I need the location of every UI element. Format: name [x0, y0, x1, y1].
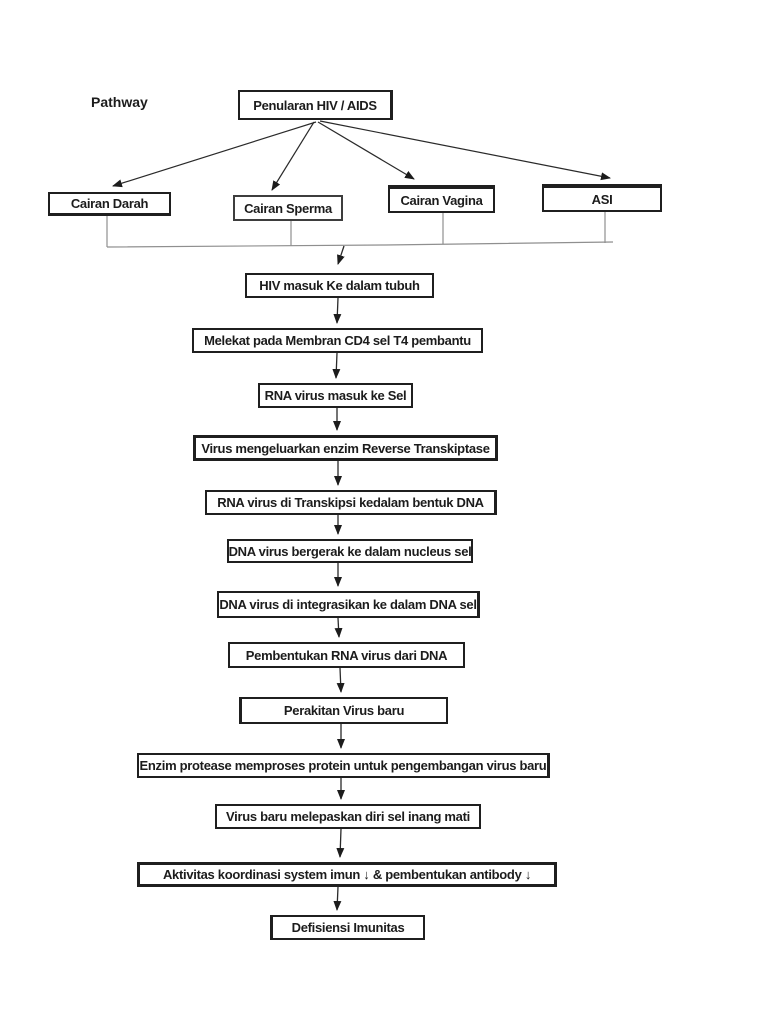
flow-box-rna-transkipsi-dna: RNA virus di Transkipsi kedalam bentuk D…: [205, 490, 497, 515]
flow-box-pembentukan-rna: Pembentukan RNA virus dari DNA: [228, 642, 465, 668]
flow-box-cairan-sperma: Cairan Sperma: [233, 195, 343, 221]
pathway-label: Pathway: [91, 94, 148, 110]
flow-box-dna-bergerak-nucleus: DNA virus bergerak ke dalam nucleus sel: [227, 539, 473, 563]
fan-arrows: [112, 120, 611, 191]
flow-box-dna-integrasi: DNA virus di integrasikan ke dalam DNA s…: [217, 591, 480, 618]
flow-box-rna-virus-masuk: RNA virus masuk ke Sel: [258, 383, 413, 408]
flow-box-hiv-masuk: HIV masuk Ke dalam tubuh: [245, 273, 434, 298]
flow-box-virus-baru-melepaskan: Virus baru melepaskan diri sel inang mat…: [215, 804, 481, 829]
flow-box-perakitan-virus: Perakitan Virus baru: [239, 697, 448, 724]
flow-box-cairan-vagina: Cairan Vagina: [388, 185, 495, 213]
flow-box-cairan-darah: Cairan Darah: [48, 192, 171, 216]
flow-box-penularan-hiv-aids: Penularan HIV / AIDS: [238, 90, 393, 120]
flow-box-defisiensi-imunitas: Defisiensi Imunitas: [270, 915, 425, 940]
flow-box-reverse-transkiptase: Virus mengeluarkan enzim Reverse Transki…: [193, 435, 498, 461]
flow-box-enzim-protease: Enzim protease memproses protein untuk p…: [137, 753, 550, 778]
collector-arrow: [337, 245, 345, 265]
flow-box-melekat-membran-cd4: Melekat pada Membran CD4 sel T4 pembantu: [192, 328, 483, 353]
flow-box-asi: ASI: [542, 184, 662, 212]
flow-box-aktivitas-koordinasi: Aktivitas koordinasi system imun ↓ & pem…: [137, 862, 557, 887]
collector-lines: [106, 212, 614, 248]
